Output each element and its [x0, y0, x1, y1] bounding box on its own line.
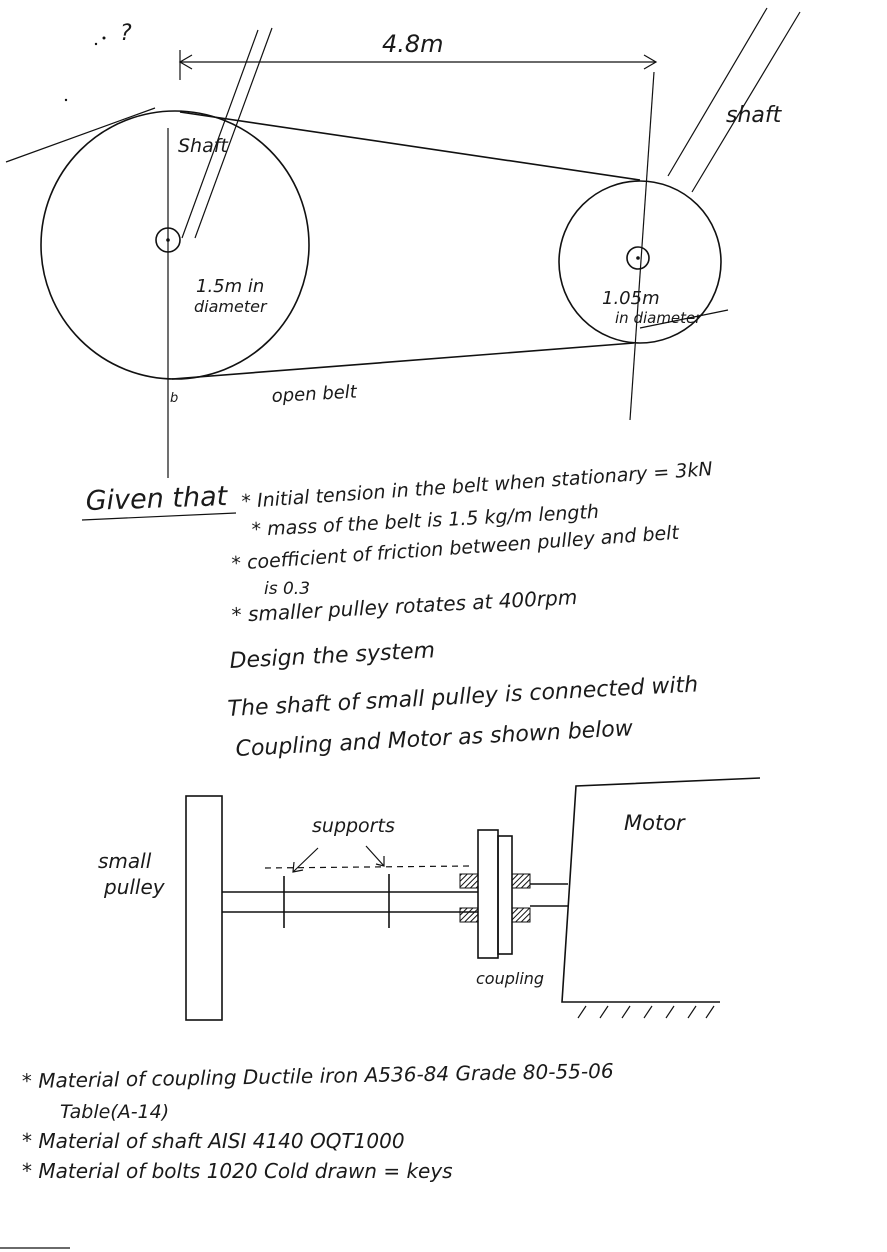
small-pulley: shaft 1.05m in diameter	[558, 7, 801, 421]
small-diameter-line1: 1.05m	[602, 288, 660, 309]
given-item-4: is 0.3	[264, 579, 310, 599]
coupling: coupling	[459, 829, 544, 988]
large-diameter-line2: diameter	[194, 297, 268, 316]
design-instruction: Design the system	[229, 638, 436, 674]
given-section: Given that * Initial tension in the belt…	[81, 458, 713, 762]
ground-hatch	[577, 1005, 715, 1019]
center-distance-label: 4.8m	[382, 30, 444, 58]
question-mark: ?	[120, 21, 132, 46]
large-diameter-line1: 1.5m in	[196, 276, 264, 297]
material-bolts: * Material of bolts 1020 Cold drawn = ke…	[22, 1159, 453, 1183]
small-pulley-plate	[185, 795, 223, 1021]
belt-drive: ? 4.8m Shaft 1.5m in diameter b	[5, 7, 801, 478]
small-shaft-label: shaft	[726, 103, 783, 128]
large-pulley: Shaft 1.5m in diameter b	[5, 27, 310, 478]
coupling-label: coupling	[476, 969, 544, 988]
supports-label: supports	[312, 815, 395, 837]
materials-section: * Material of coupling Ductile iron A536…	[22, 1059, 614, 1183]
assembly-diagram: small pulley supports coupling	[98, 777, 761, 1021]
open-belt: open belt	[171, 111, 641, 407]
motor-label: Motor	[624, 811, 686, 835]
material-coupling: * Material of coupling Ductile iron A536…	[22, 1059, 614, 1093]
open-belt-label: open belt	[271, 382, 358, 407]
pulley-shaft	[222, 865, 478, 913]
center-distance-dimension: 4.8m	[178, 30, 658, 80]
connection-note-line2: Coupling and Motor as shown below	[235, 716, 634, 762]
material-coupling-table: Table(A-14)	[60, 1101, 169, 1123]
connection-note-line1: The shaft of small pulley is connected w…	[227, 672, 699, 722]
large-shaft-label: Shaft	[178, 135, 229, 157]
point-label: b	[170, 391, 178, 406]
small-diameter-line2: in diameter	[615, 309, 702, 327]
shaft-supports: supports	[283, 815, 395, 928]
motor-shaft	[530, 883, 568, 907]
given-heading: Given that	[85, 481, 229, 517]
small-pulley-label-line1: small	[98, 849, 152, 873]
small-pulley-label-line2: pulley	[103, 875, 166, 899]
motor: Motor	[561, 777, 761, 1019]
material-shaft: * Material of shaft AISI 4140 OQT1000	[22, 1129, 405, 1153]
given-item-1: * Initial tension in the belt when stati…	[241, 458, 713, 513]
